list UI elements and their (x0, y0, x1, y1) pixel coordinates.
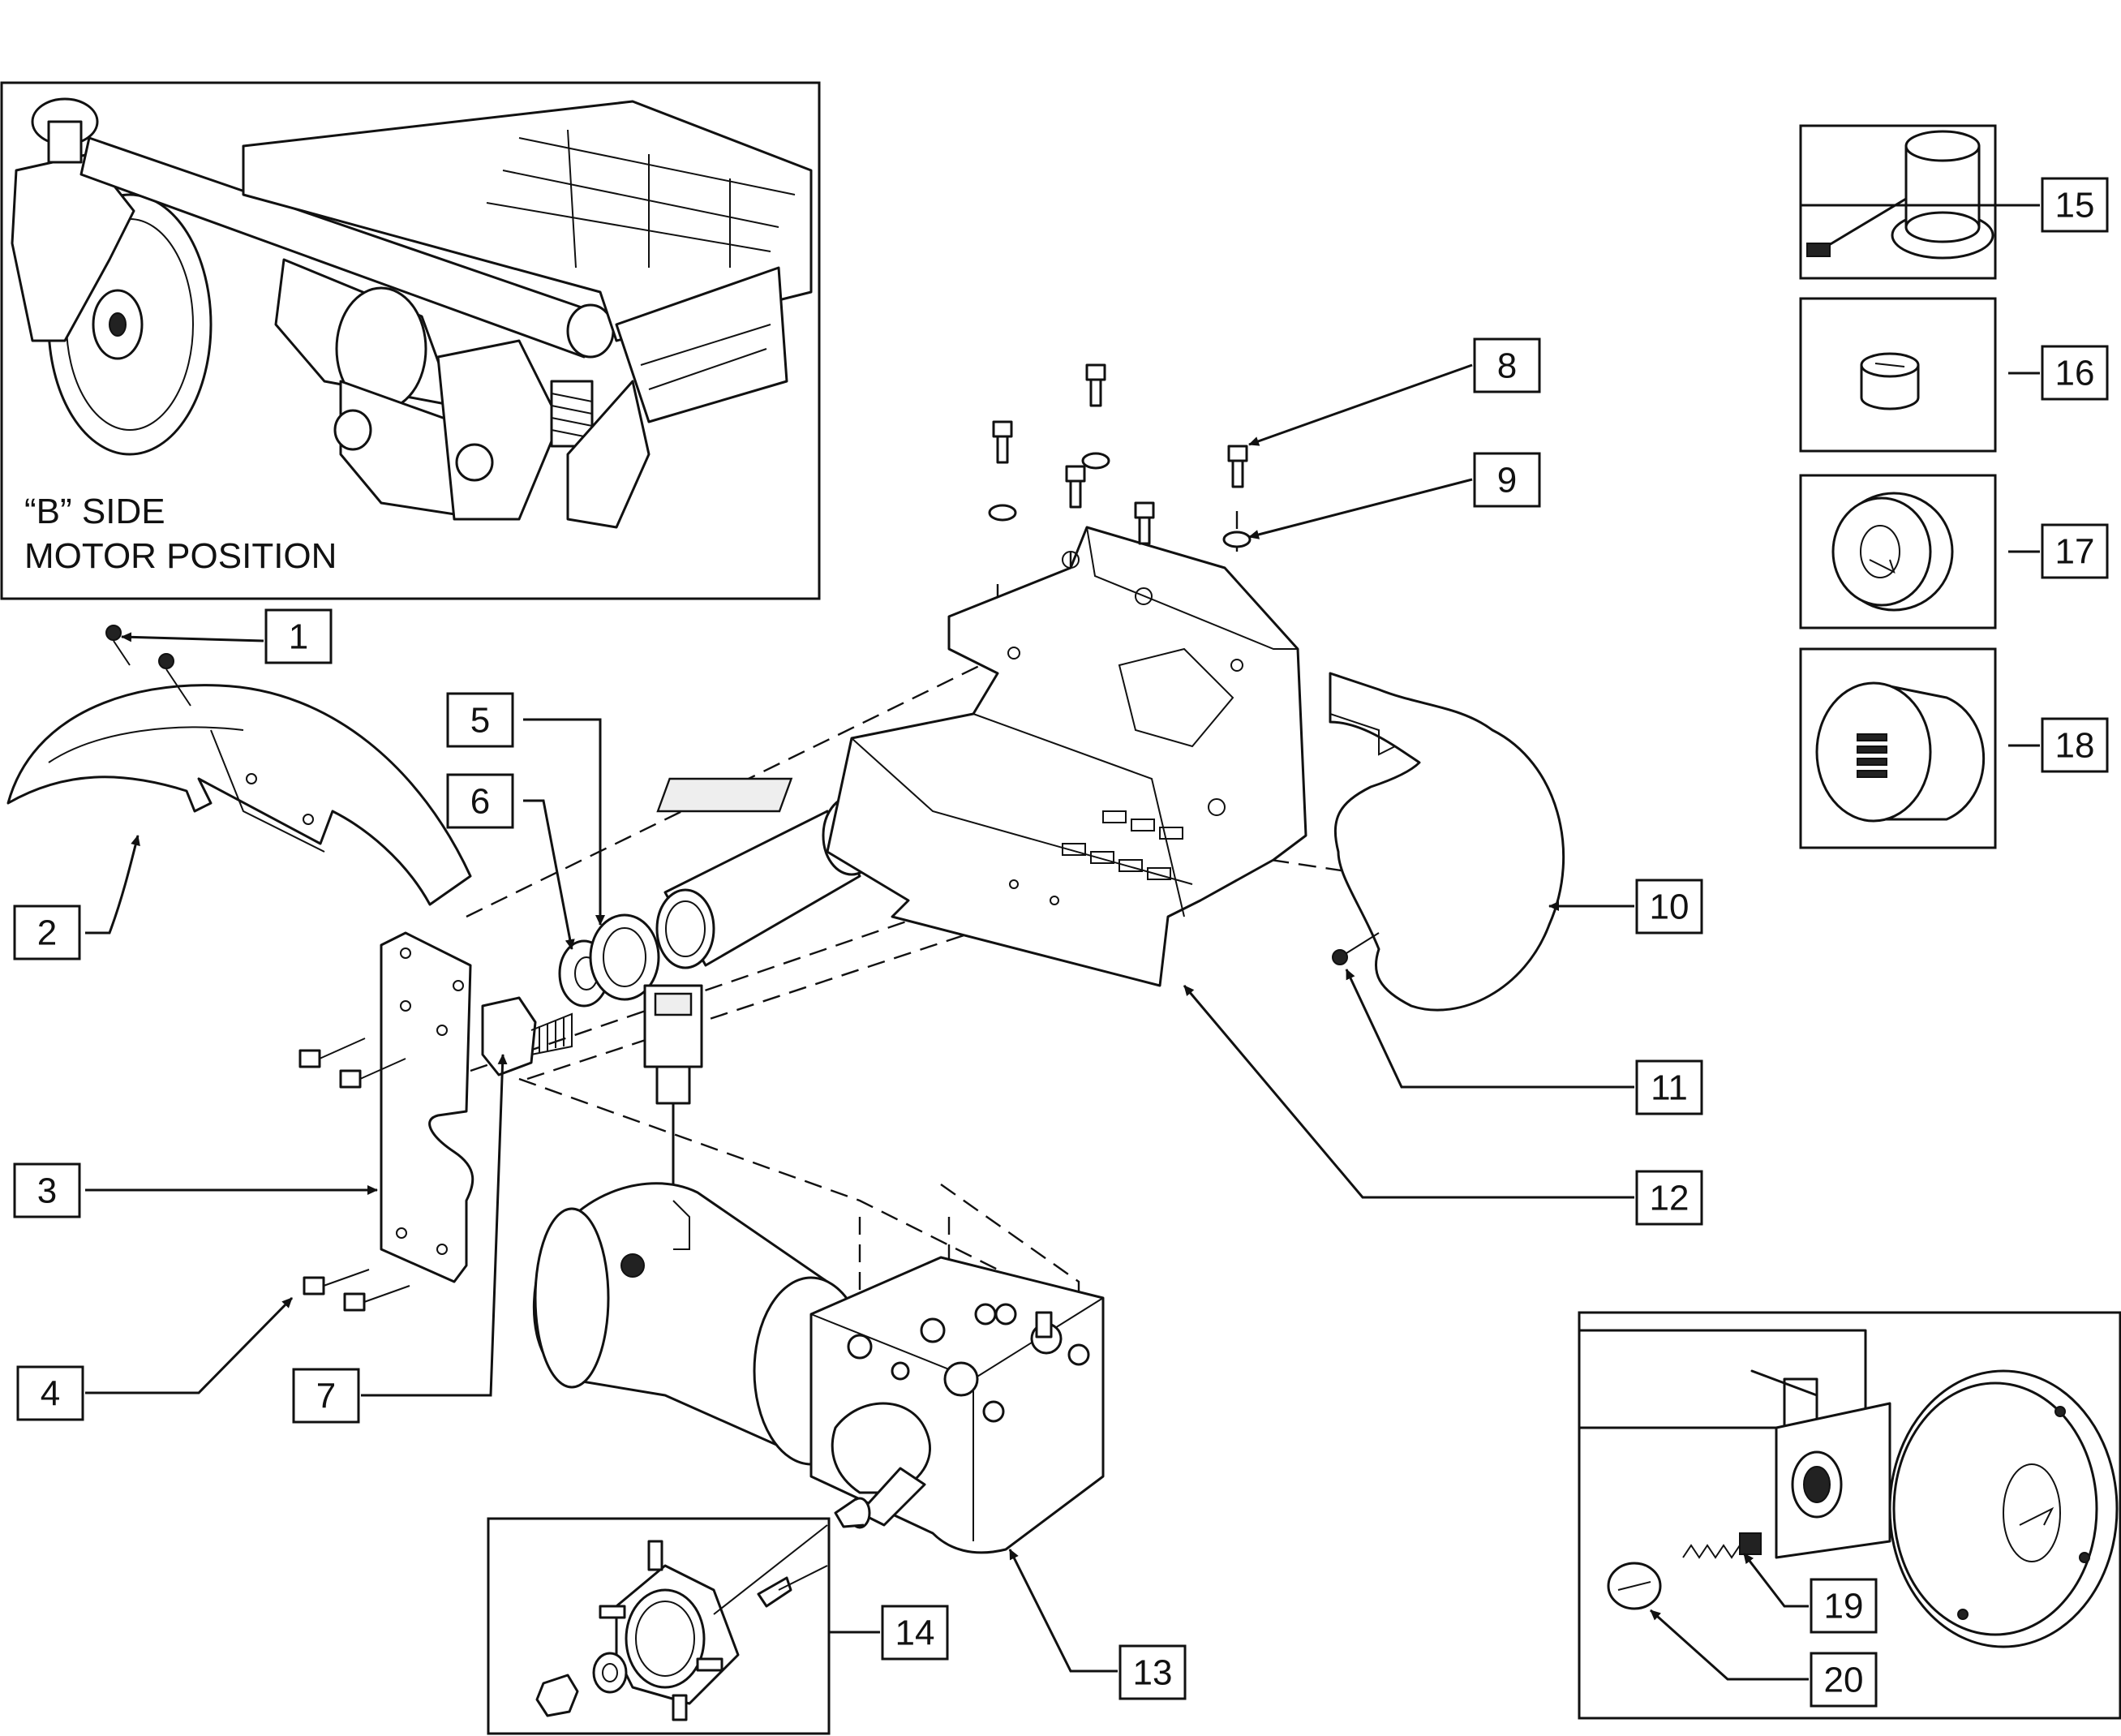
motor-bracket-part (656, 526, 1307, 987)
svg-text:8: 8 (1497, 346, 1517, 386)
svg-text:2: 2 (37, 913, 57, 953)
detail-15-encoder (1799, 124, 1997, 280)
fender-part (6, 684, 472, 906)
svg-text:9: 9 (1497, 461, 1517, 501)
svg-text:18: 18 (2055, 726, 2095, 766)
svg-text:19: 19 (1824, 1587, 1864, 1626)
callout-3: 3 (13, 1162, 81, 1218)
callout-9: 9 (1473, 452, 1541, 508)
detail-16-brush-cap (1799, 297, 1997, 453)
motor-connector (643, 984, 703, 1210)
fender-screws (105, 625, 191, 707)
svg-text:10: 10 (1650, 887, 1690, 927)
svg-text:13: 13 (1133, 1653, 1173, 1693)
inset-caption-line1: “B” SIDE (24, 492, 165, 531)
inset-caption-line2: MOTOR POSITION (24, 536, 337, 576)
brush-cap-part (1607, 1562, 1662, 1610)
detail-17-motor-end-cap (1799, 474, 1997, 630)
carbon-brush-part (1682, 1532, 1762, 1559)
brush-detail-inset (1578, 1311, 2121, 1720)
callout-2: 2 (13, 905, 81, 960)
wheel-hub-inset (487, 1517, 831, 1735)
svg-text:6: 6 (470, 782, 490, 822)
bracket-slots (1062, 810, 1183, 880)
callout-5: 5 (446, 692, 514, 748)
callout-15: 15 (2041, 177, 2109, 233)
svg-text:20: 20 (1824, 1661, 1864, 1700)
svg-text:7: 7 (316, 1377, 336, 1416)
svg-text:16: 16 (2055, 354, 2095, 393)
spacer-part (589, 913, 660, 1001)
callout-20: 20 (1810, 1652, 1878, 1708)
callout-14: 14 (881, 1605, 949, 1661)
svg-text:4: 4 (41, 1374, 60, 1414)
callout-7: 7 (292, 1368, 360, 1424)
svg-text:5: 5 (470, 701, 490, 741)
callout-18: 18 (2041, 717, 2109, 773)
motor-gearbox-part (532, 1182, 1105, 1554)
callout-1: 1 (264, 608, 333, 664)
inset-suspension (550, 380, 650, 529)
svg-text:17: 17 (2055, 532, 2095, 572)
cover-screw (1332, 932, 1380, 965)
b-side-motor-position-inset: “B” SIDE MOTOR POSITION (0, 81, 821, 600)
motor-cover-part (1329, 672, 1565, 1012)
svg-text:3: 3 (37, 1171, 57, 1211)
svg-text:14: 14 (895, 1614, 935, 1653)
axle-bolt-part (481, 996, 573, 1076)
callout-12: 12 (1635, 1170, 1703, 1226)
bracket-screws (988, 363, 1252, 548)
callout-8: 8 (1473, 337, 1541, 393)
callout-4: 4 (16, 1365, 84, 1421)
mounting-plate-part (380, 931, 474, 1283)
callout-6: 6 (446, 773, 514, 829)
inset-motor (274, 258, 561, 521)
callout-leaders (85, 204, 2040, 1681)
svg-text:15: 15 (2055, 186, 2095, 226)
svg-text:12: 12 (1650, 1179, 1690, 1218)
svg-text:11: 11 (1651, 1068, 1688, 1108)
svg-text:1: 1 (289, 617, 308, 657)
callout-19: 19 (1810, 1578, 1878, 1634)
callout-13: 13 (1118, 1644, 1187, 1700)
callout-16: 16 (2041, 345, 2109, 401)
callout-17: 17 (2041, 523, 2109, 579)
detail-18-motor-cover (1799, 647, 1997, 849)
callout-10: 10 (1635, 879, 1703, 935)
callout-11: 11 (1635, 1059, 1703, 1115)
plate-screws (298, 1038, 410, 1312)
